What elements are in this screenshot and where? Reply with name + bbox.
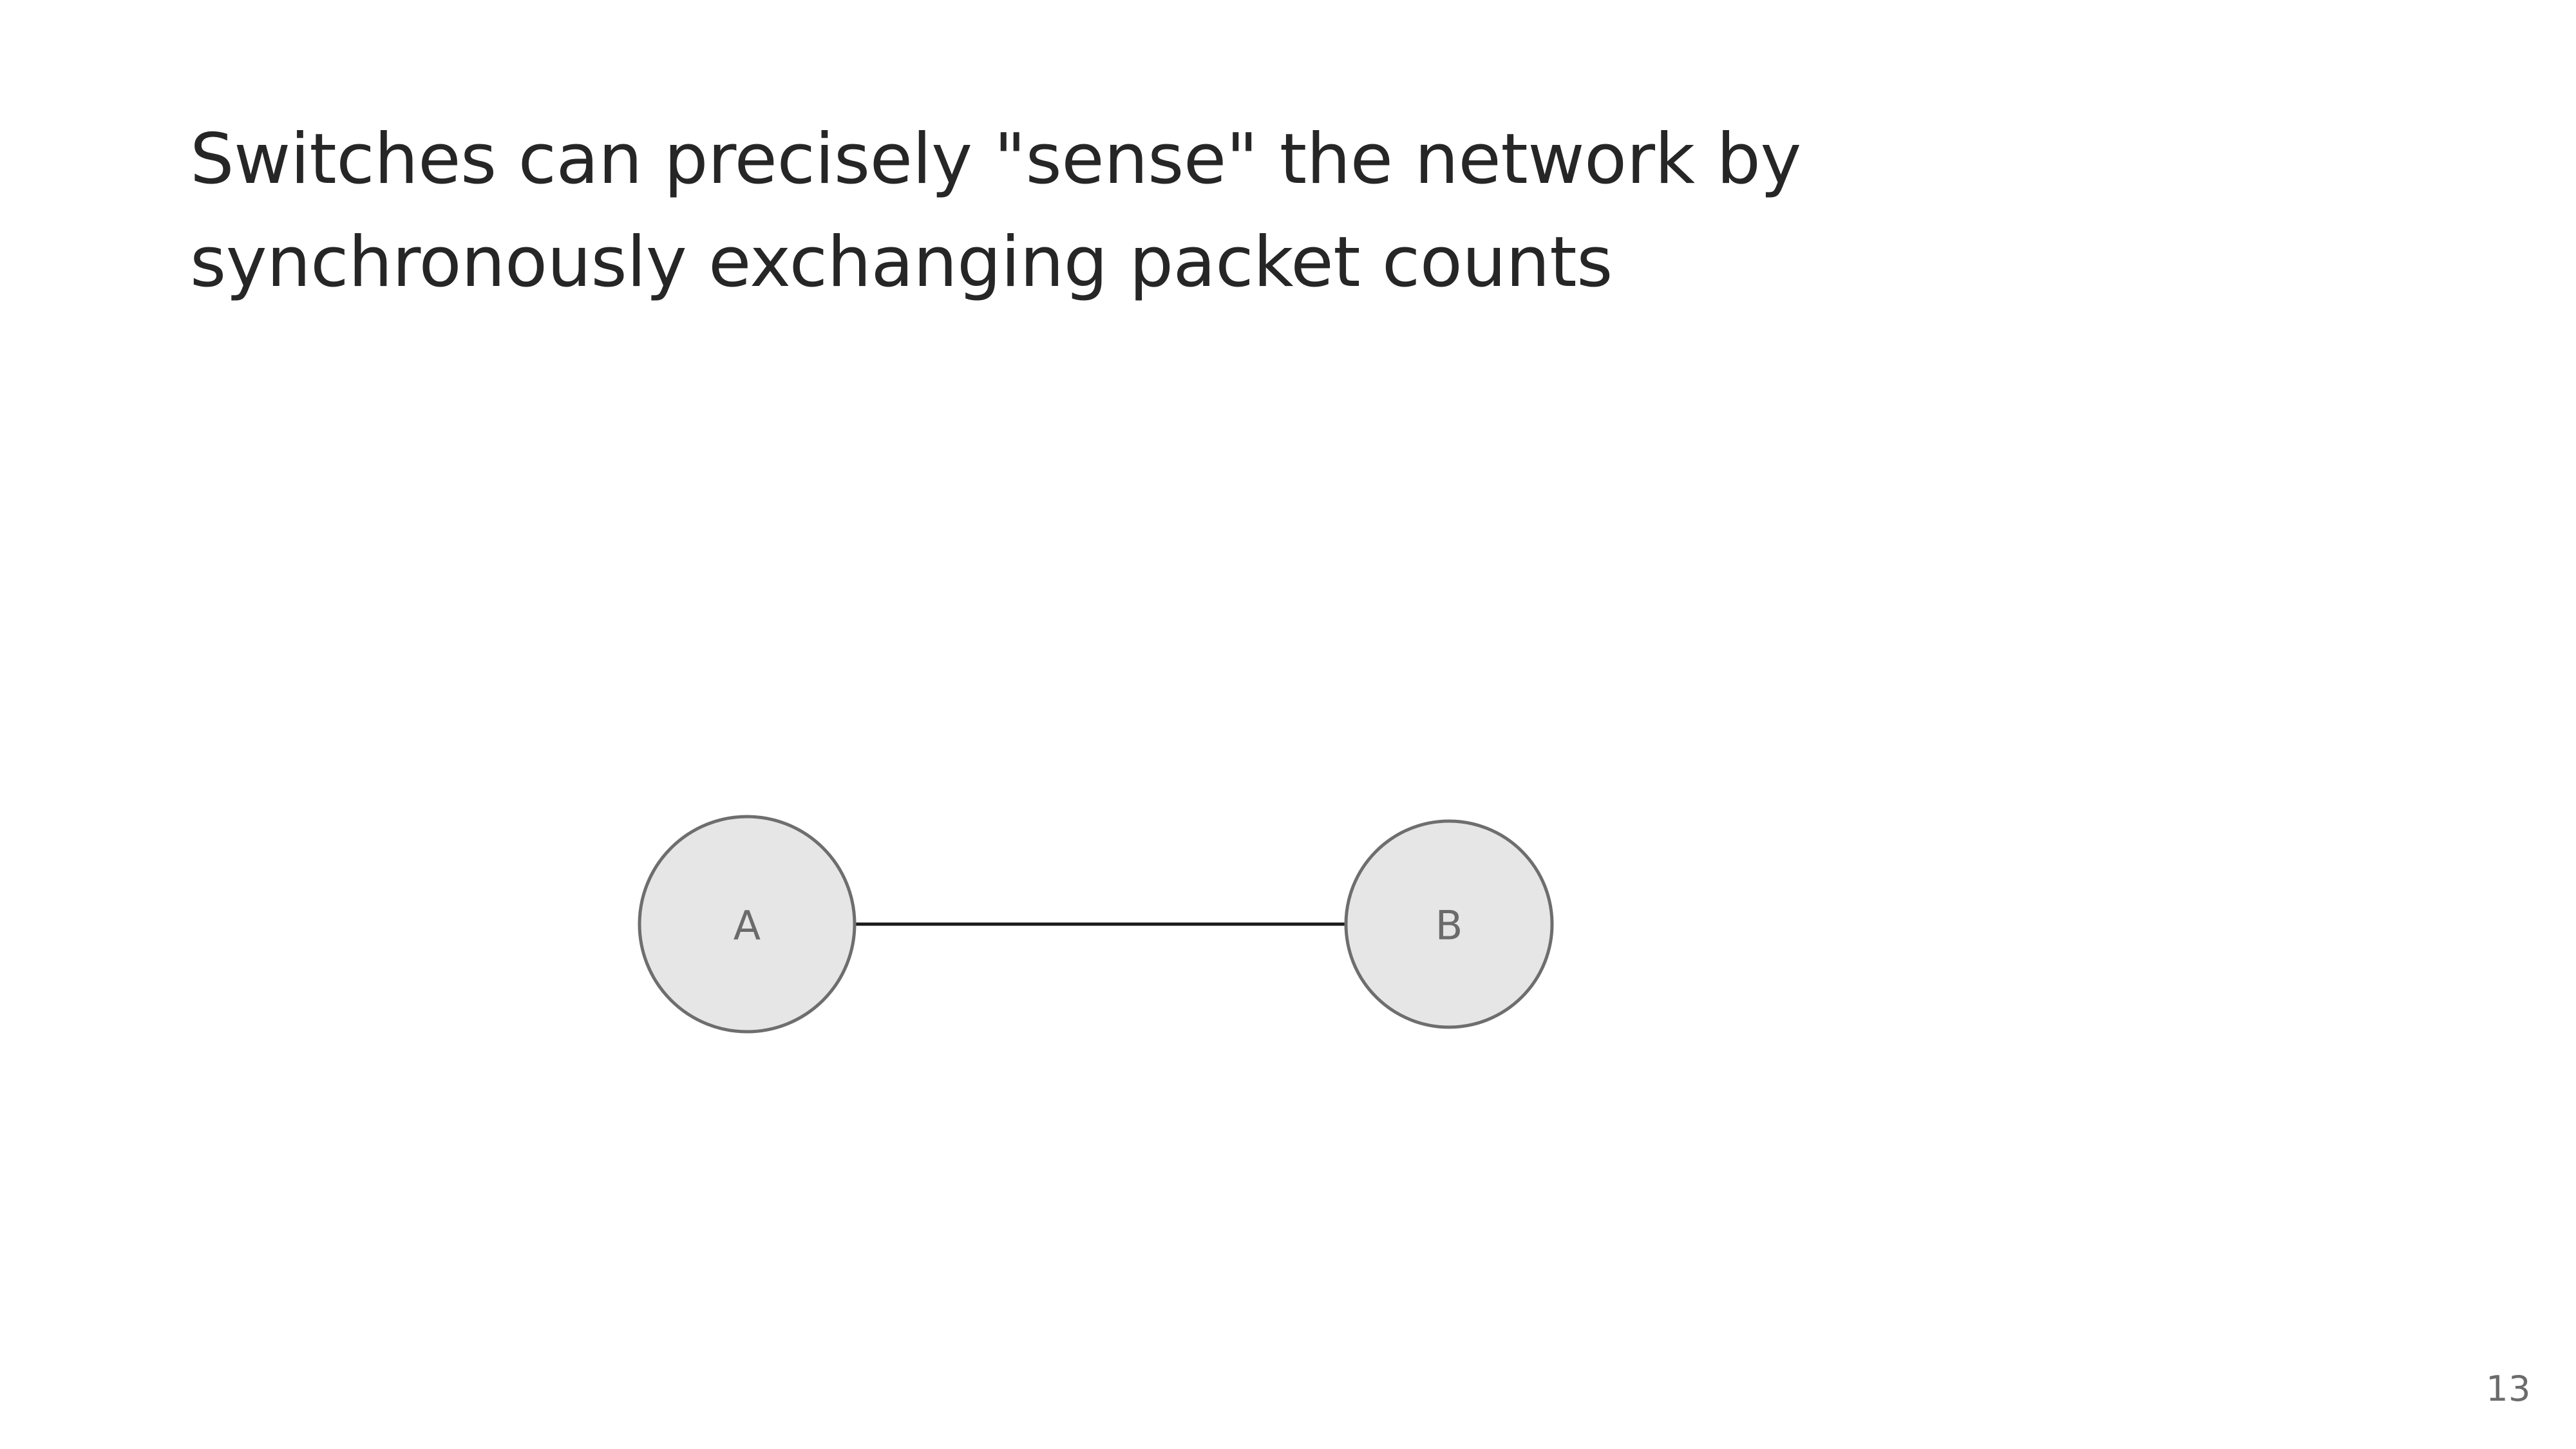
node-b-label: B bbox=[1435, 902, 1463, 949]
node-a-label: A bbox=[734, 902, 761, 949]
node-b-circle[interactable] bbox=[1344, 819, 1554, 1029]
title-line-2: synchronously exchanging packet counts bbox=[190, 222, 1613, 303]
title-line-1: Switches can precisely "sense" the netwo… bbox=[190, 119, 1801, 200]
node-a[interactable]: A bbox=[638, 815, 857, 1034]
node-a-circle[interactable] bbox=[638, 815, 857, 1034]
page-title: Switches can precisely "sense" the netwo… bbox=[190, 108, 1864, 314]
node-b[interactable]: B bbox=[1344, 819, 1554, 1029]
page-number: 13 bbox=[2486, 1368, 2531, 1409]
